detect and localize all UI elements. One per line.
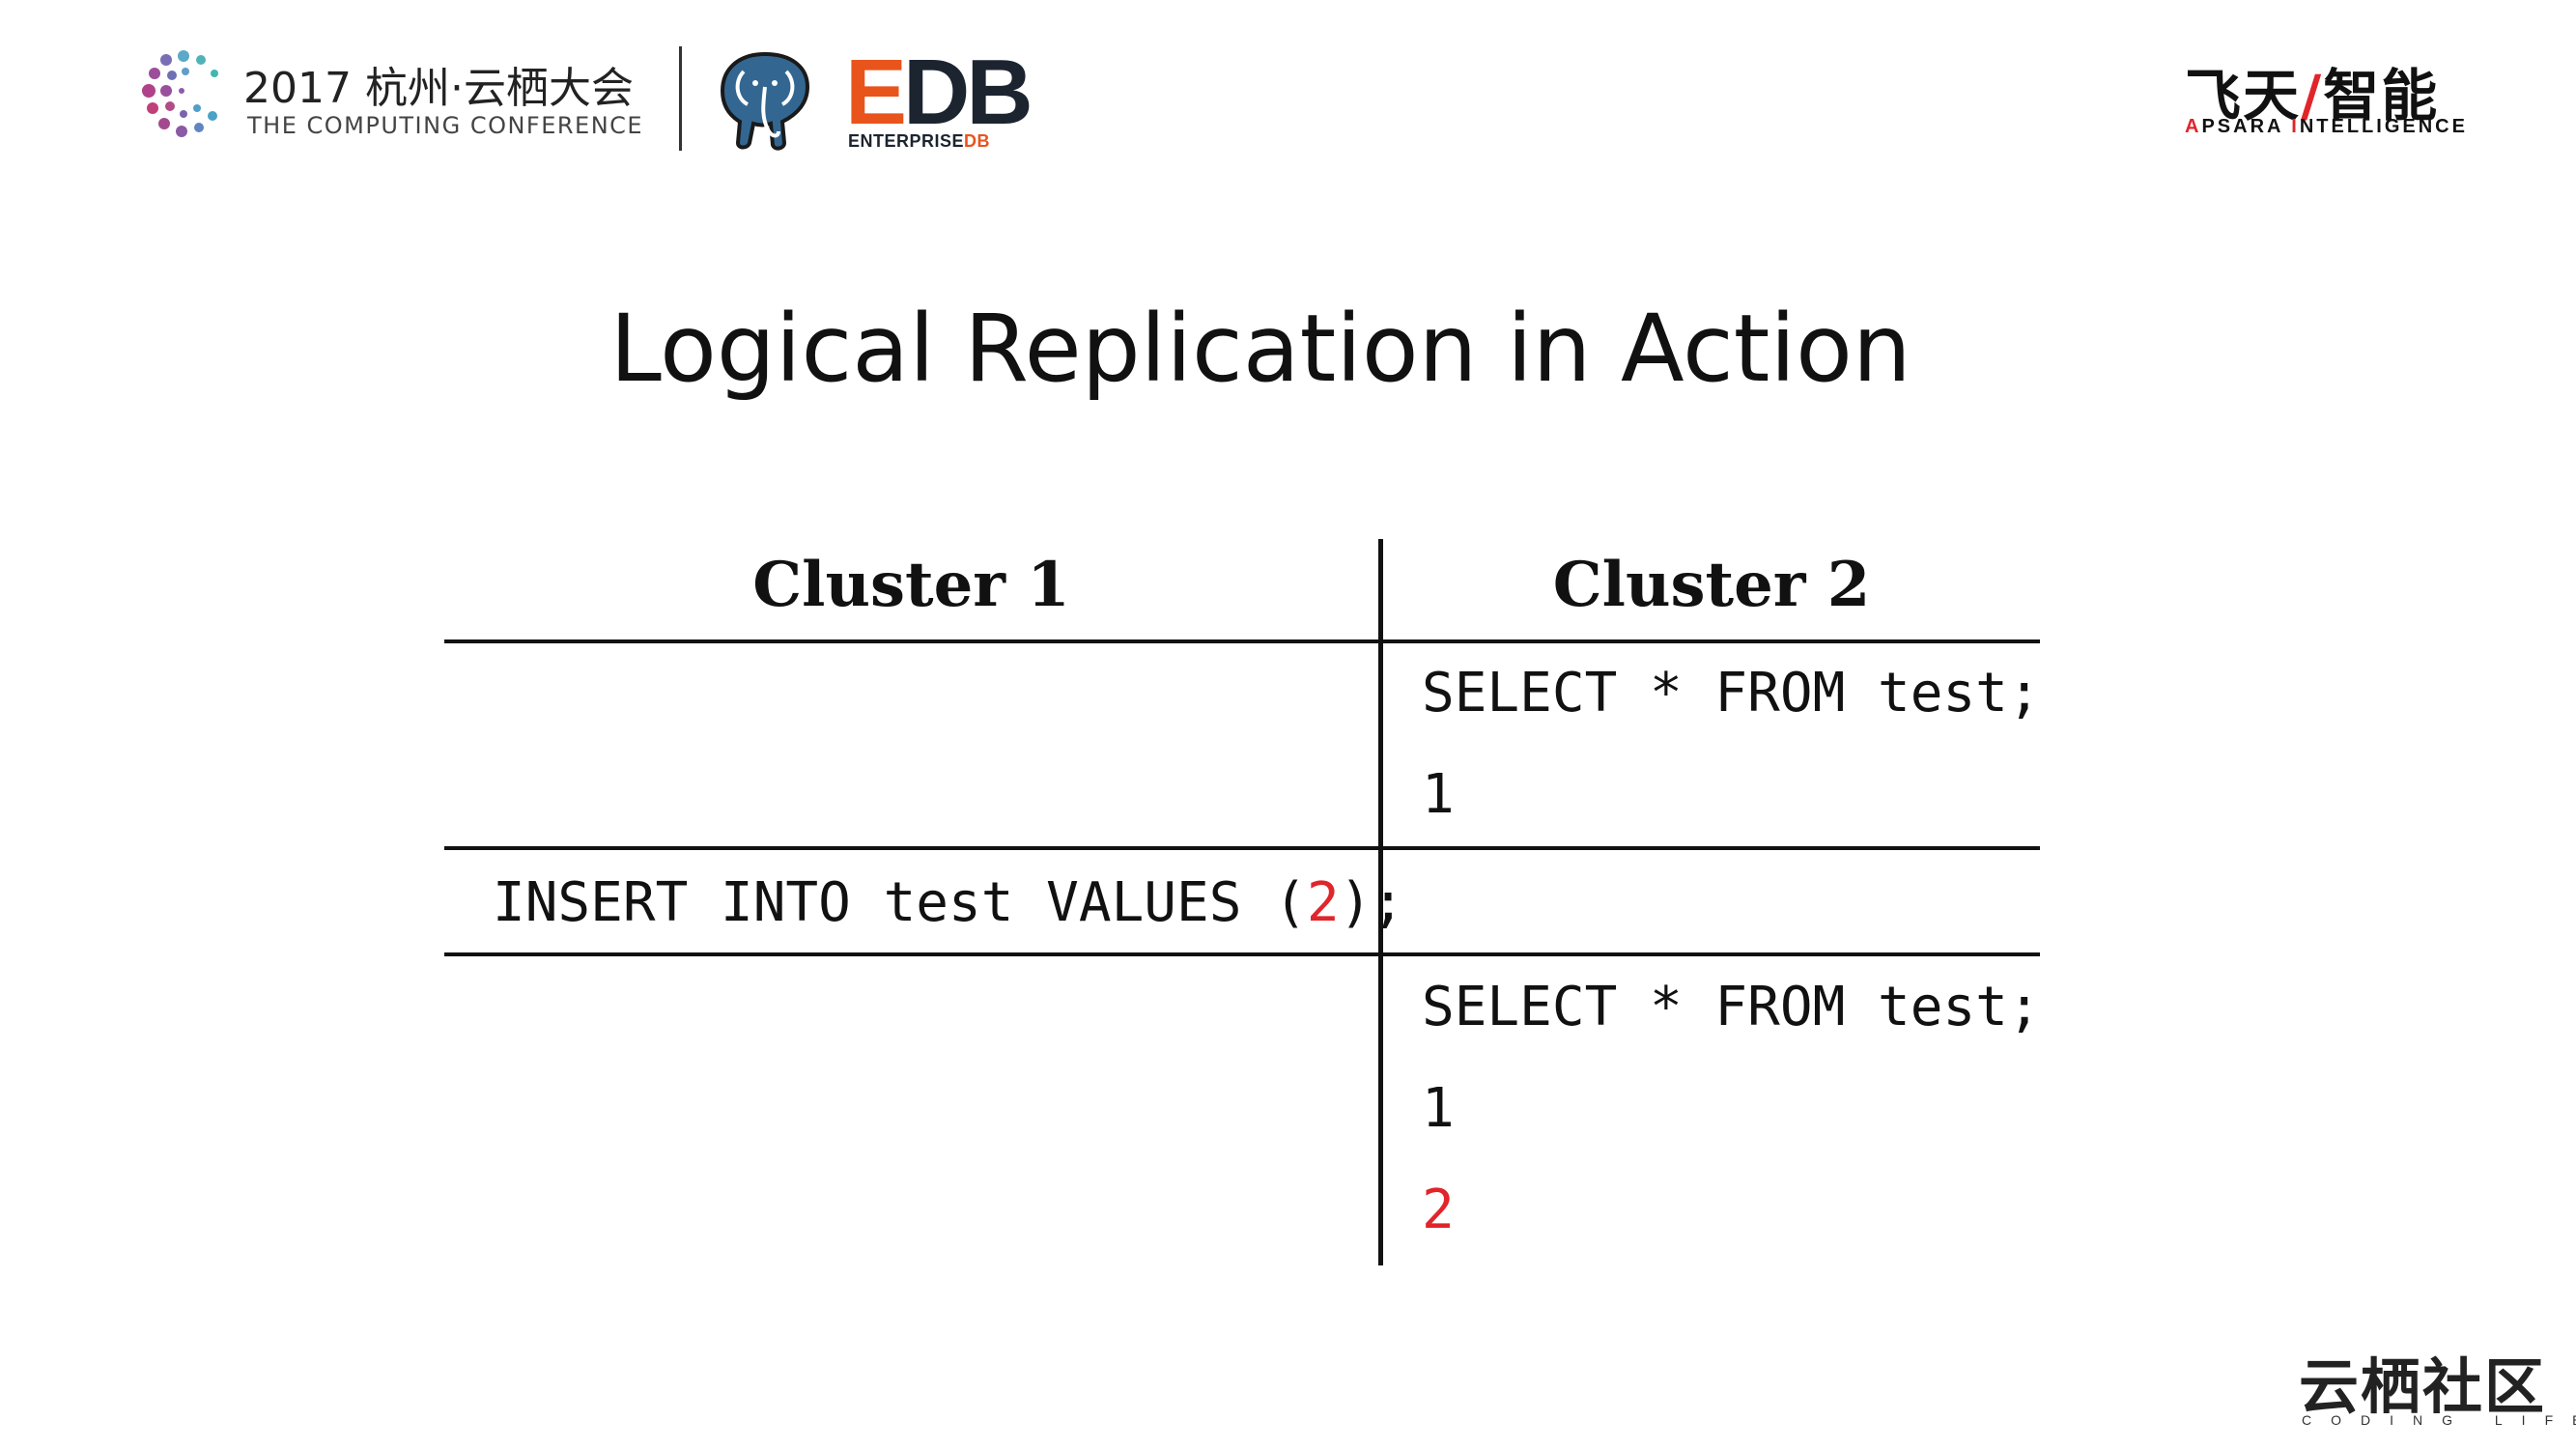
column-header-cluster-2: Cluster 2 bbox=[1552, 549, 1871, 621]
postgresql-elephant-icon bbox=[720, 51, 810, 151]
conference-title: 2017 杭州·云栖大会 bbox=[243, 64, 634, 113]
apsara-en-psara: PSARA bbox=[2201, 116, 2292, 137]
table-column-divider bbox=[1378, 539, 1383, 1265]
edb-subtitle: ENTERPRISEDB bbox=[848, 131, 990, 152]
apsara-cn-left: 飞天 bbox=[2185, 63, 2302, 128]
insert-prefix: INSERT INTO test VALUES ( bbox=[493, 871, 1307, 934]
insert-suffix: ); bbox=[1339, 871, 1405, 934]
apsara-subtitle: APSARA INTELLIGENCE bbox=[2185, 116, 2468, 138]
apsara-logo: 飞天/智能 bbox=[2185, 50, 2439, 131]
edb-logo-db: DB bbox=[903, 41, 1033, 144]
slide-title: Logical Replication in Action bbox=[609, 295, 1911, 403]
edb-logo: EDB bbox=[845, 46, 1033, 139]
row3-cluster2-result-1: 1 bbox=[1422, 1077, 1455, 1140]
header-divider bbox=[679, 46, 682, 151]
column-header-cluster-1: Cluster 1 bbox=[752, 549, 1070, 621]
apsara-en-i: I bbox=[2291, 116, 2300, 137]
row1-cluster2-result-1: 1 bbox=[1422, 763, 1455, 826]
apsara-slash-mark: / bbox=[2301, 63, 2324, 128]
row2-cluster1-insert: INSERT INTO test VALUES (2); bbox=[493, 871, 1404, 934]
conference-dots-logo-icon bbox=[142, 50, 218, 137]
table-row-rule-1 bbox=[444, 846, 2040, 850]
row3-cluster2-query: SELECT * FROM test; bbox=[1422, 976, 2041, 1038]
conference-subtitle: THE COMPUTING CONFERENCE bbox=[247, 112, 644, 139]
table-row-rule-2 bbox=[444, 952, 2040, 956]
apsara-en-a: A bbox=[2185, 116, 2202, 137]
apsara-cn-right: 智能 bbox=[2323, 63, 2440, 128]
yunqi-community-subtitle: CODING LIFE bbox=[2302, 1412, 2576, 1428]
row1-cluster2-query: SELECT * FROM test; bbox=[1422, 662, 2041, 724]
yunqi-community-logo: 云栖社区 bbox=[2299, 1351, 2547, 1422]
row3-cluster2-result-2: 2 bbox=[1422, 1179, 1455, 1241]
insert-value: 2 bbox=[1306, 871, 1340, 934]
edb-sub-enterprise: ENTERPRISE bbox=[848, 131, 965, 151]
table-header-rule bbox=[444, 639, 2040, 643]
edb-logo-e: E bbox=[845, 41, 907, 144]
apsara-en-ntelligence: NTELLIGENCE bbox=[2299, 116, 2468, 137]
edb-sub-db: DB bbox=[964, 131, 991, 151]
